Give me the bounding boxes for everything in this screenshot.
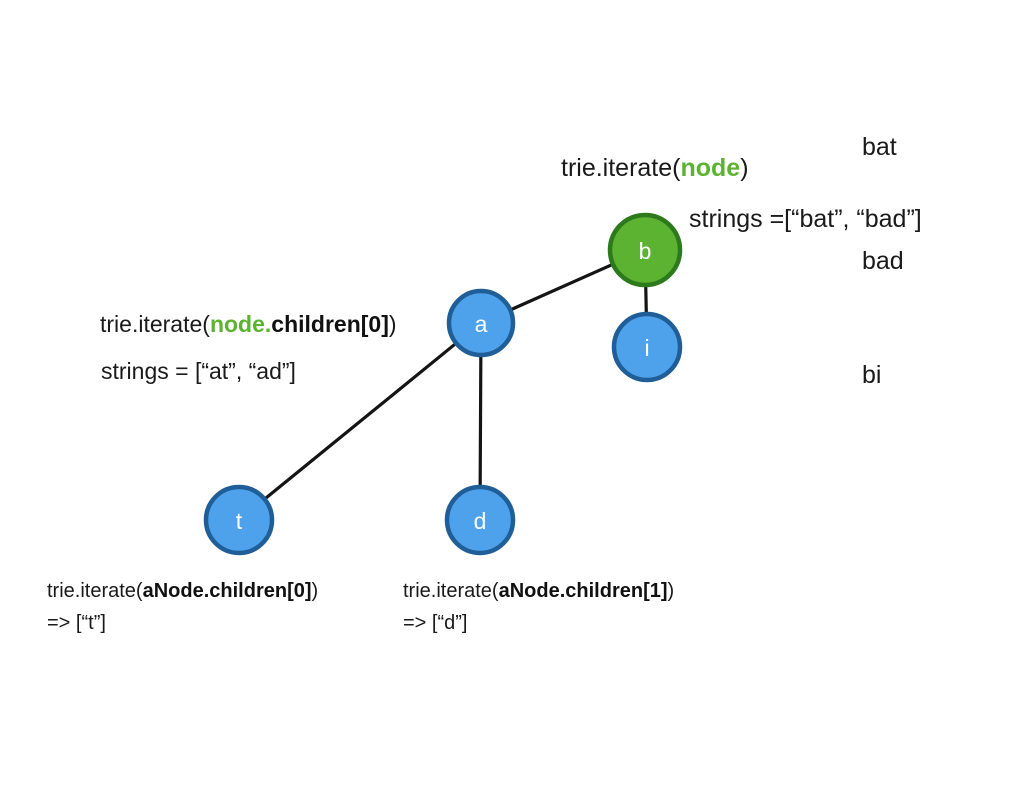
node-layer: b a i t d	[203, 212, 683, 556]
tree-node-b[interactable]: b	[607, 212, 683, 288]
tree-node-d[interactable]: d	[444, 484, 516, 556]
root-call-prefix: trie.iterate(	[561, 154, 681, 182]
node-circle-b	[607, 212, 683, 288]
tree-edge-a-d	[478, 352, 483, 490]
root-call-argument: node	[680, 154, 741, 182]
annotation-t-call: trie.iterate(aNode.children[0]) => [“t”]	[47, 575, 318, 640]
tree-node-t[interactable]: t	[203, 484, 275, 556]
input-word-list: bat bad bi	[862, 52, 904, 470]
d-call-member: aNode.children[1]	[498, 580, 668, 602]
node-label-t: t	[236, 508, 243, 534]
annotation-a-call: trie.iterate(node.children[0])	[100, 309, 397, 340]
tree-node-a[interactable]: a	[446, 288, 516, 358]
word-list-item-0: bat	[862, 133, 897, 161]
annotation-root-call: trie.iterate(node)	[561, 152, 749, 185]
annotation-a-strings: strings = [“at”, “ad”]	[101, 358, 296, 384]
a-call-prefix: trie.iterate(	[100, 311, 210, 337]
node-circle-a	[446, 288, 516, 358]
t-call-result: => [“t”]	[47, 612, 106, 635]
a-call-suffix: )	[388, 311, 397, 337]
annotation-root-strings: strings =[“bat”, “bad”]	[689, 205, 922, 233]
a-call-member: children[0]	[271, 311, 389, 337]
t-call-member: aNode.children[0]	[142, 580, 312, 602]
tree-edge-a-t	[262, 340, 459, 502]
d-call-suffix: )	[667, 580, 675, 602]
t-call-suffix: )	[311, 580, 319, 602]
tree-edge-b-i	[644, 282, 648, 317]
root-call-suffix: )	[740, 154, 749, 182]
d-call-prefix: trie.iterate(	[403, 580, 499, 602]
d-call-line: trie.iterate(aNode.children[1])	[403, 580, 674, 602]
tree-edge-b-a	[507, 262, 616, 312]
node-circle-d	[444, 484, 516, 556]
node-circle-i	[611, 311, 683, 383]
tree-node-i[interactable]: i	[611, 311, 683, 383]
edge-layer	[262, 262, 648, 502]
word-list-item-2: bi	[862, 361, 882, 389]
node-label-b: b	[639, 238, 652, 264]
node-label-a: a	[475, 311, 488, 337]
a-call-receiver: node.	[209, 311, 272, 337]
node-circle-t	[203, 484, 275, 556]
t-call-prefix: trie.iterate(	[47, 580, 143, 602]
word-list-item-1: bad	[862, 247, 904, 275]
annotation-d-call: trie.iterate(aNode.children[1]) => [“d”]	[403, 575, 674, 640]
d-call-result: => [“d”]	[403, 612, 468, 635]
t-call-line: trie.iterate(aNode.children[0])	[47, 580, 318, 602]
node-label-d: d	[474, 508, 487, 534]
node-label-i: i	[644, 335, 649, 361]
